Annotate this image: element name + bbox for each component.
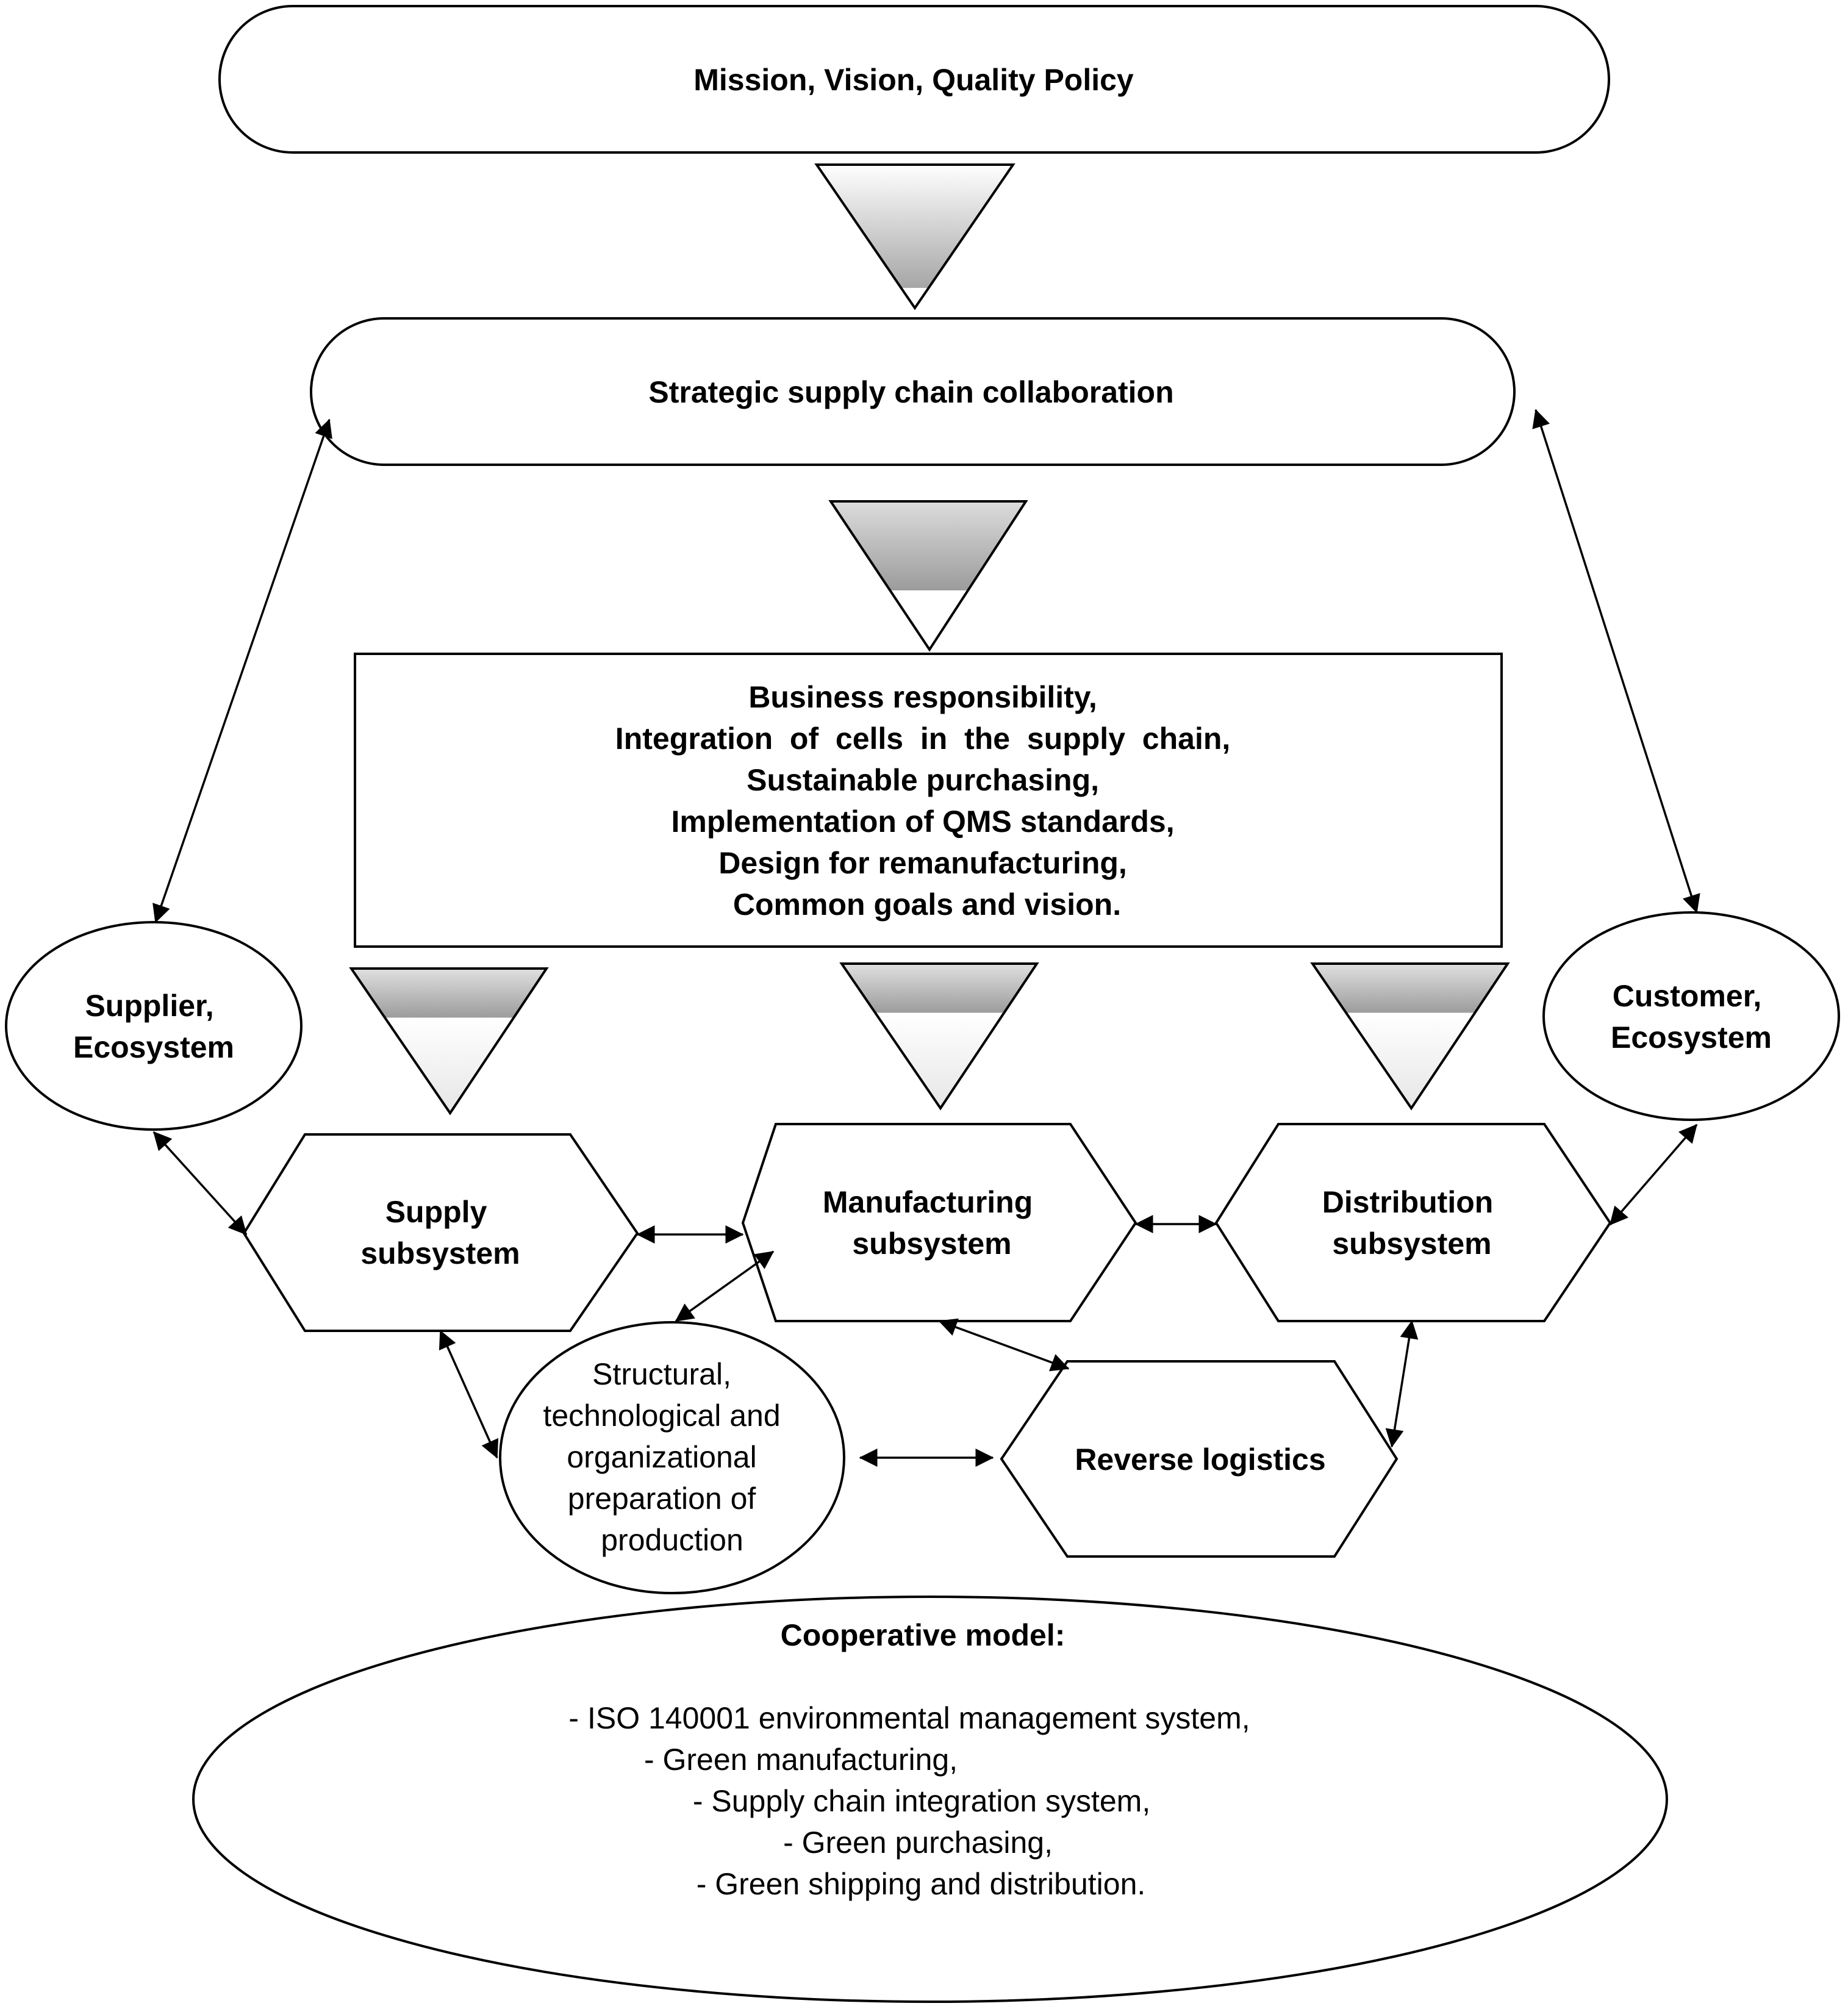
cooperative-item: - Green manufacturing,	[644, 1743, 958, 1777]
distribution-line: subsystem	[1332, 1227, 1491, 1261]
cooperative-item: - Green purchasing,	[783, 1825, 1053, 1860]
cooperative-model-list: - ISO 140001 environmental management sy…	[568, 1701, 1258, 1901]
distribution-line: Distribution	[1322, 1185, 1494, 1219]
connector-distribution-reverse	[1385, 1320, 1419, 1448]
funnel-arrow-2	[828, 500, 1028, 652]
connector-strategic-supplier	[152, 418, 332, 923]
connector-manufacturing-reverse	[938, 1318, 1070, 1372]
cooperative-model-title: Cooperative model:	[781, 1618, 1065, 1652]
cooperative-item: - Supply chain integration system,	[693, 1784, 1150, 1818]
connector-supplier-supply	[152, 1131, 248, 1236]
supplier-line: Supplier,	[85, 989, 213, 1023]
connector-supply-structural	[439, 1330, 499, 1459]
manufacturing-subsystem-label: Manufacturing subsystem	[823, 1185, 1041, 1261]
distribution-subsystem-hexagon	[1214, 1123, 1612, 1322]
customer-label: Customer, Ecosystem	[1611, 979, 1772, 1055]
structural-line: organizational	[567, 1440, 756, 1474]
customer-line: Ecosystem	[1611, 1020, 1772, 1055]
strategic-box	[310, 317, 1516, 466]
business-line: Common goals and vision.	[733, 887, 1121, 922]
connector-customer-distribution	[1609, 1123, 1698, 1226]
manufacturing-line: Manufacturing	[823, 1185, 1033, 1219]
structural-line: technological and	[543, 1399, 780, 1433]
connector-strategic-customer	[1532, 409, 1700, 914]
structural-line: preparation of	[568, 1481, 756, 1516]
supply-subsystem-hexagon	[242, 1133, 639, 1332]
business-line: Integration of cells in the supply chain…	[615, 722, 1230, 756]
supplier-ellipse	[5, 921, 303, 1131]
supplier-label: Supplier, Ecosystem	[73, 989, 234, 1064]
funnel-arrow-1	[814, 163, 1015, 310]
cooperative-model-ellipse	[192, 1596, 1668, 2003]
structural-preparation-ellipse	[499, 1321, 845, 1594]
business-line: Business responsibility,	[748, 680, 1097, 714]
distribution-subsystem-label: Distribution subsystem	[1322, 1185, 1502, 1261]
customer-line: Customer,	[1613, 979, 1762, 1013]
reverse-logistics-label: Reverse logistics	[1075, 1442, 1325, 1477]
supply-line: Supply	[385, 1195, 487, 1229]
cooperative-item: - ISO 140001 environmental management sy…	[568, 1701, 1250, 1735]
manufacturing-line: subsystem	[852, 1227, 1011, 1261]
cooperative-item: - Green shipping and distribution.	[697, 1867, 1146, 1901]
supplier-line: Ecosystem	[73, 1030, 234, 1064]
connector-manufacturing-structural	[675, 1250, 775, 1322]
mission-box	[218, 5, 1610, 154]
business-line: Design for remanufacturing,	[718, 846, 1127, 880]
funnel-arrow-distribution	[1310, 962, 1510, 1111]
reverse-logistics-hexagon	[1000, 1360, 1399, 1558]
customer-ellipse	[1542, 911, 1840, 1121]
business-text: Business responsibility, Integration of …	[615, 680, 1239, 922]
funnel-arrow-supply	[349, 967, 549, 1116]
funnel-arrow-manufacturing	[839, 962, 1039, 1111]
structural-preparation-label: Structural, technological and organizati…	[543, 1357, 789, 1557]
structural-line: production	[601, 1523, 743, 1557]
structural-line: Structural,	[592, 1357, 731, 1391]
business-line: Sustainable purchasing,	[747, 763, 1099, 797]
supply-subsystem-label: Supply subsystem	[360, 1195, 520, 1270]
business-box	[354, 653, 1503, 948]
strategic-label: Strategic supply chain collaboration	[648, 375, 1173, 409]
mission-label: Mission, Vision, Quality Policy	[693, 63, 1134, 97]
business-line: Implementation of QMS standards,	[671, 804, 1174, 839]
supply-line: subsystem	[360, 1236, 520, 1270]
manufacturing-subsystem-hexagon	[741, 1123, 1137, 1322]
